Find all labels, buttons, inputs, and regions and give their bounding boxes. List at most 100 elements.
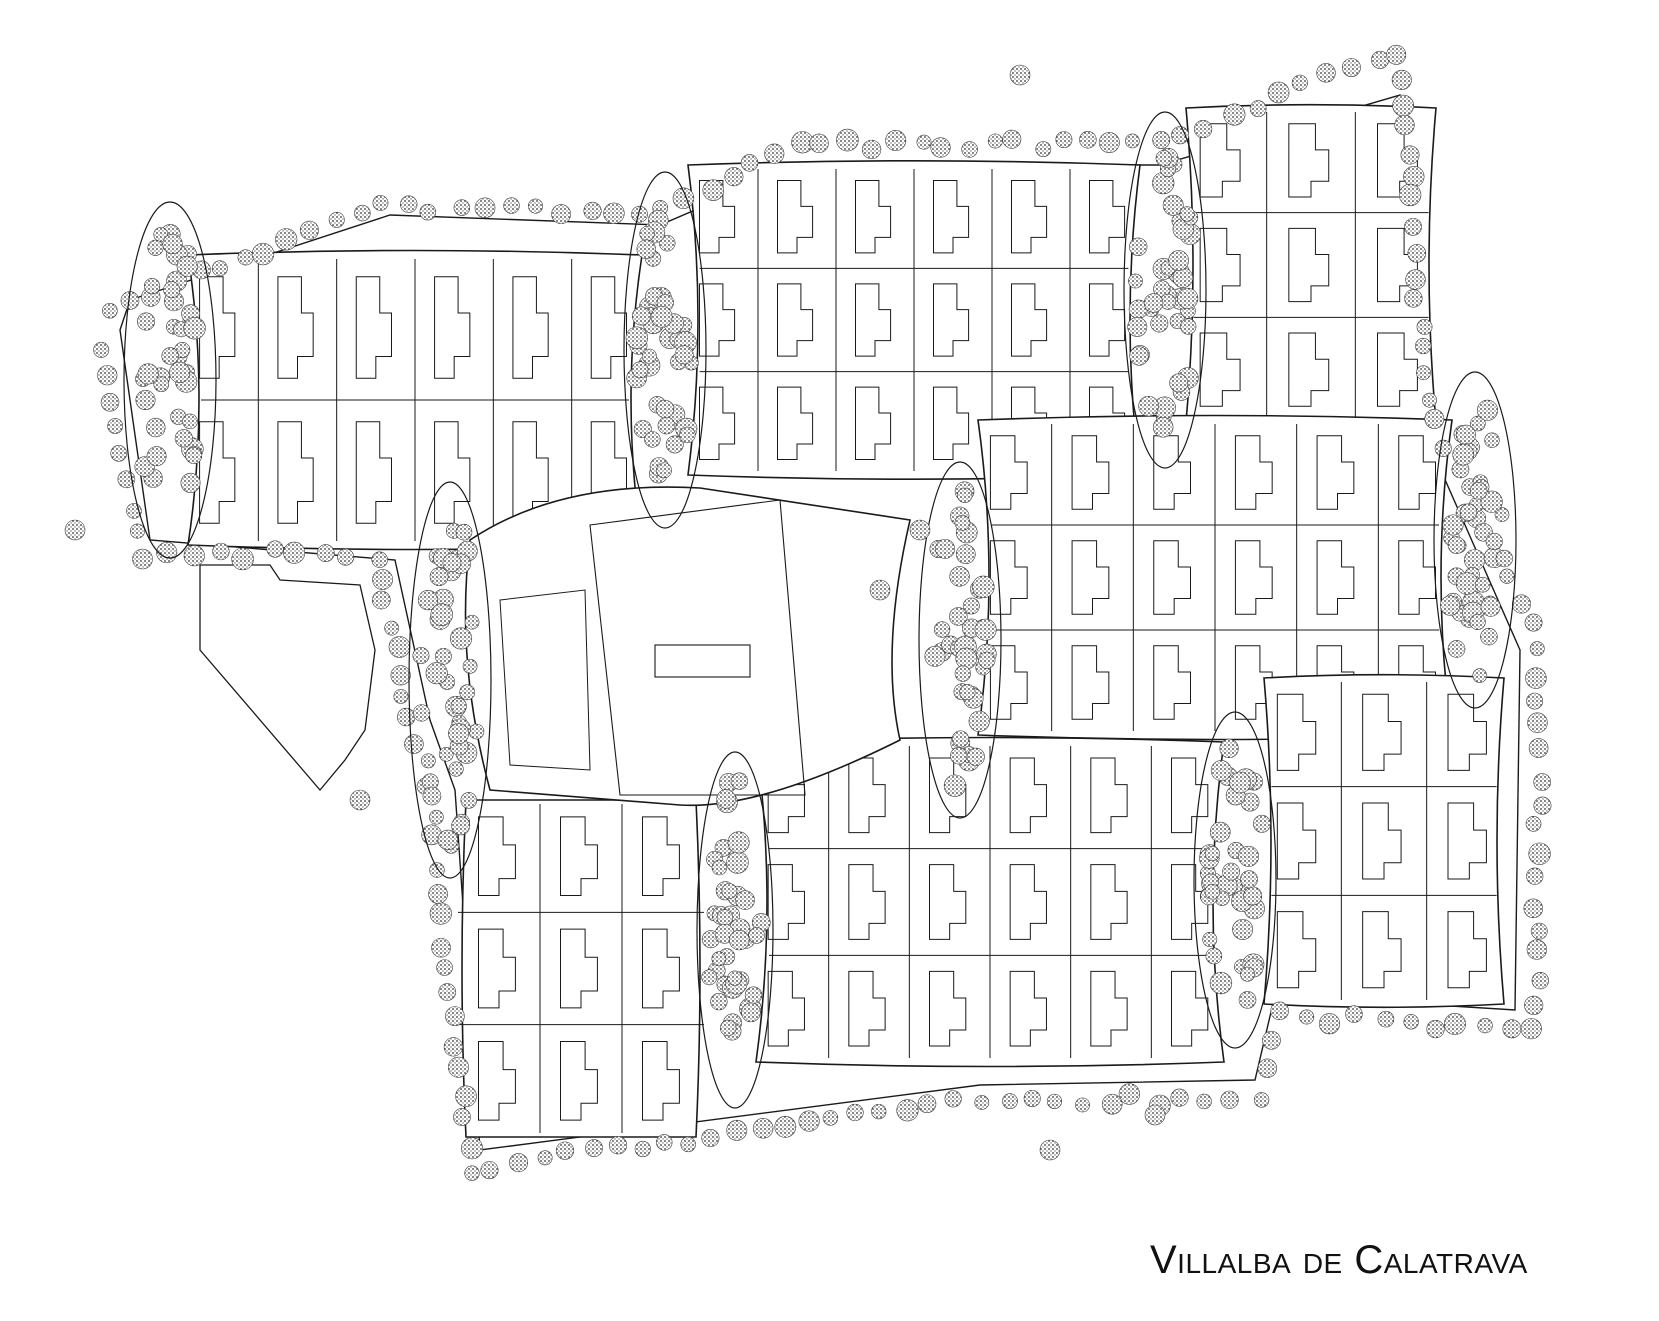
tree-icon bbox=[174, 429, 193, 448]
house-footprint bbox=[855, 180, 892, 254]
tree-icon bbox=[1127, 316, 1148, 337]
block-outline bbox=[1263, 673, 1505, 1009]
tree-icon bbox=[396, 707, 416, 727]
tree-icon bbox=[1209, 971, 1233, 995]
house-footprint bbox=[1288, 227, 1330, 303]
tree-icon bbox=[1403, 1014, 1419, 1030]
tree-icon bbox=[1125, 133, 1140, 149]
tree-icon bbox=[1416, 365, 1431, 381]
tree-icon bbox=[1474, 576, 1491, 593]
tree-icon bbox=[1472, 668, 1488, 683]
tree-icon bbox=[1477, 1017, 1493, 1034]
house-footprint bbox=[699, 386, 736, 460]
tree-icon bbox=[1533, 773, 1552, 791]
tree-icon bbox=[658, 234, 676, 252]
house-footprint bbox=[767, 970, 805, 1047]
tree-icon bbox=[428, 884, 448, 904]
tree-icon bbox=[1155, 150, 1172, 167]
tree-icon bbox=[917, 1094, 937, 1114]
tree-icon bbox=[679, 426, 696, 444]
house-footprint bbox=[1199, 332, 1241, 407]
tree-icon bbox=[836, 128, 859, 152]
tree-icon bbox=[464, 614, 480, 630]
tree-icon bbox=[1253, 1092, 1270, 1108]
tree-icon bbox=[146, 417, 166, 438]
house-footprint bbox=[434, 421, 471, 524]
tree-icon bbox=[185, 447, 203, 464]
tree-icon bbox=[1238, 991, 1257, 1009]
tree-icon bbox=[462, 658, 478, 674]
tree-icon bbox=[1291, 74, 1308, 91]
tree-icon bbox=[625, 326, 648, 349]
tree-icon bbox=[371, 551, 388, 568]
house-footprint bbox=[1171, 970, 1209, 1047]
house-footprint bbox=[855, 386, 892, 460]
tree-icon bbox=[1229, 771, 1251, 794]
tree-icon bbox=[1447, 536, 1466, 554]
house-footprint bbox=[1071, 435, 1110, 510]
tree-icon bbox=[438, 983, 457, 1001]
house-footprint bbox=[1276, 911, 1317, 989]
tree-icon bbox=[419, 203, 437, 221]
tree-icon bbox=[721, 883, 738, 899]
tree-icon bbox=[1204, 884, 1220, 900]
tree-icon bbox=[430, 603, 453, 626]
tree-icon bbox=[987, 133, 1003, 149]
tree-icon bbox=[372, 195, 389, 211]
house-footprint bbox=[277, 421, 314, 524]
tree-icon bbox=[1223, 103, 1246, 126]
tree-icon bbox=[528, 198, 543, 214]
trees bbox=[64, 44, 1552, 1181]
tree-icon bbox=[1318, 1013, 1341, 1035]
tree-icon bbox=[1118, 1083, 1141, 1105]
green-area-outline bbox=[918, 461, 1002, 819]
tree-icon bbox=[412, 647, 430, 665]
green-area-outline bbox=[1193, 711, 1277, 1049]
tree-icon bbox=[1171, 126, 1190, 145]
school-building bbox=[199, 564, 376, 792]
tree-icon bbox=[1193, 119, 1213, 139]
tree-icon bbox=[603, 202, 625, 224]
tree-icon bbox=[372, 569, 393, 590]
house-footprint bbox=[1089, 180, 1126, 254]
tree-icon bbox=[450, 627, 473, 650]
tree-icon bbox=[798, 1110, 820, 1132]
house-footprint bbox=[1234, 540, 1273, 615]
tree-icon bbox=[132, 548, 153, 570]
tree-icon bbox=[764, 143, 785, 164]
tree-icon bbox=[861, 139, 882, 160]
tree-icon bbox=[393, 688, 409, 704]
tree-icon bbox=[422, 786, 442, 806]
house-footprint bbox=[560, 816, 598, 896]
tree-icon bbox=[107, 418, 124, 434]
tree-icon bbox=[974, 618, 997, 641]
house-footprint bbox=[1171, 864, 1209, 940]
tree-icon bbox=[555, 1141, 575, 1160]
house-footprint bbox=[512, 276, 549, 379]
house-footprint bbox=[1153, 645, 1191, 720]
house-footprint bbox=[1316, 435, 1355, 510]
tree-icon bbox=[448, 1056, 469, 1078]
tree-icon bbox=[1415, 337, 1432, 355]
tree-icon bbox=[1257, 1058, 1278, 1078]
tree-icon bbox=[636, 239, 656, 259]
tree-icon bbox=[153, 376, 170, 393]
house-footprint bbox=[1011, 283, 1048, 357]
tree-icon bbox=[162, 233, 183, 255]
tree-icon bbox=[869, 579, 891, 601]
tree-icon bbox=[349, 789, 371, 811]
tree-icon bbox=[137, 312, 156, 331]
house-footprint bbox=[1447, 693, 1487, 771]
tree-icon bbox=[1394, 114, 1415, 136]
tree-icon bbox=[1422, 392, 1438, 408]
tree-icon bbox=[1398, 183, 1422, 207]
tree-icon bbox=[1424, 409, 1445, 429]
tree-icon bbox=[156, 542, 178, 564]
housing-block bbox=[1185, 103, 1437, 427]
tree-icon bbox=[809, 133, 829, 153]
tree-icon bbox=[1392, 94, 1414, 117]
tree-icon bbox=[1316, 63, 1336, 83]
house-footprint bbox=[848, 970, 886, 1047]
tree-icon bbox=[443, 1037, 463, 1057]
tree-icon bbox=[1002, 129, 1022, 149]
